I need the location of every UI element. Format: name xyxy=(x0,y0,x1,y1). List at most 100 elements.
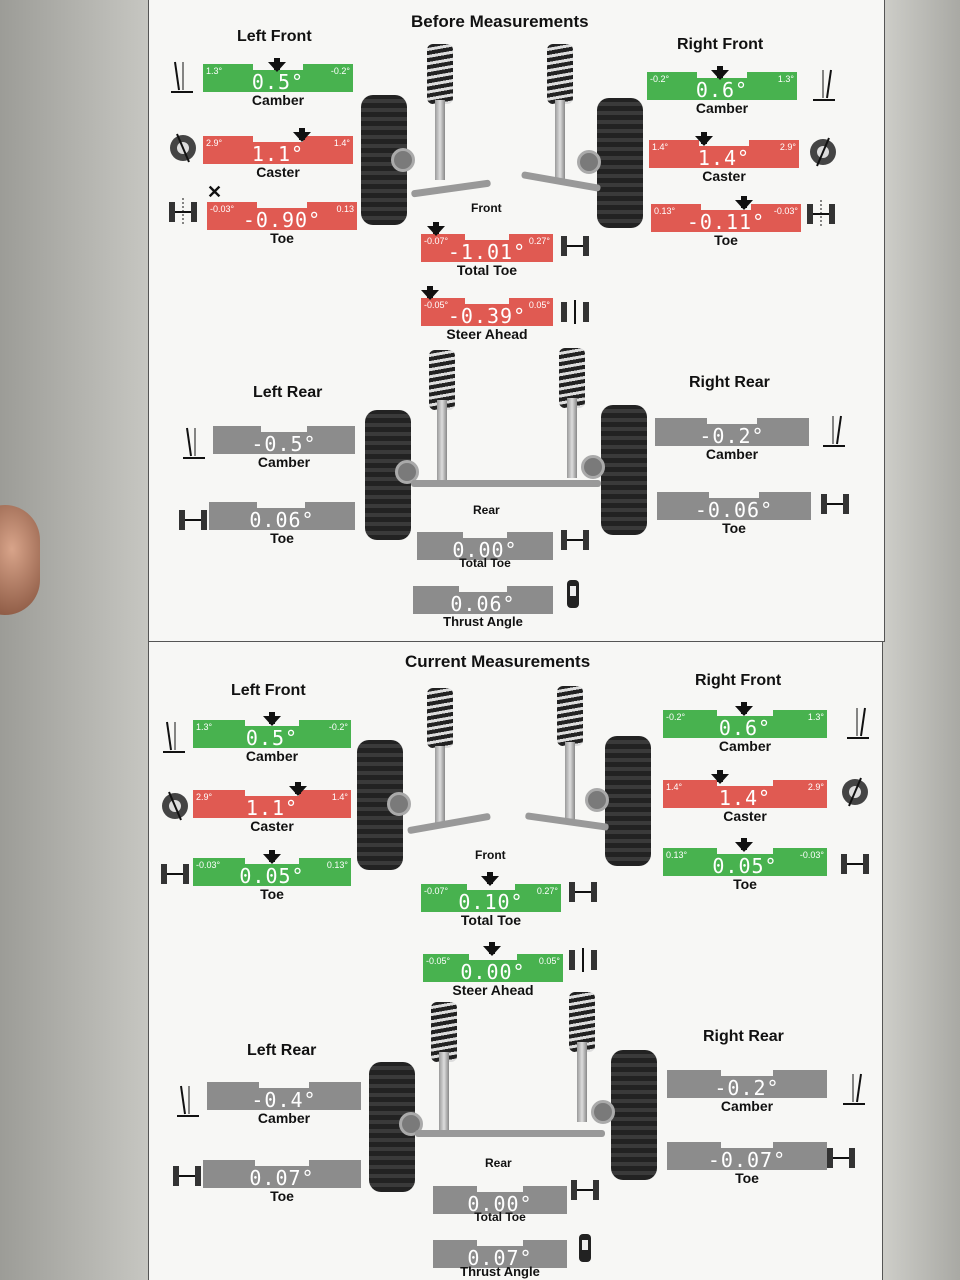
background-right xyxy=(880,0,960,1280)
toe-diagram-icon xyxy=(805,198,835,228)
total-toe-label: Total Toe xyxy=(456,262,518,278)
caster-diagram-icon xyxy=(159,790,189,821)
toe-diagram-icon xyxy=(167,196,197,226)
right-front-toe-gauge: 0.13°-0.03° -0.11° Toe xyxy=(651,198,801,248)
steer-ahead-value: 0.00° xyxy=(460,960,526,984)
toe-diagram-icon xyxy=(839,848,869,878)
left-front-caster-value: 1.1° xyxy=(251,142,305,166)
camber-label: Camber xyxy=(695,100,749,116)
total-toe-label: Total Toe xyxy=(460,912,522,928)
toe-label: Toe xyxy=(260,886,284,902)
left-rear-strut xyxy=(437,400,447,480)
rear-axle-link xyxy=(411,480,601,487)
left-rear-camber-gauge: -0.4° Camber xyxy=(207,1076,361,1126)
right-front-tire xyxy=(597,98,643,228)
right-rear-toe-gauge: -0.07° Toe xyxy=(667,1136,827,1186)
right-rear-toe-value: -0.06° xyxy=(694,498,774,522)
steer-ahead-label: Steer Ahead xyxy=(452,982,534,998)
toe-diagram-icon xyxy=(177,504,207,534)
left-front-hub xyxy=(387,792,411,816)
right-front-strut xyxy=(555,100,565,180)
thrust-angle-value: 0.07° xyxy=(467,1246,533,1270)
left-front-camber-arrow xyxy=(268,58,286,72)
caster-label: Caster xyxy=(250,818,294,834)
total-toe-diagram-icon xyxy=(567,876,597,906)
camber-diagram-icon xyxy=(173,1082,203,1117)
front-total-toe-value: 0.10° xyxy=(458,890,524,914)
left-front-toe-value: -0.90° xyxy=(242,208,322,232)
rear-label: Rear xyxy=(473,503,500,517)
caster-diagram-icon xyxy=(167,132,197,163)
steer-ahead-gauge: -0.05°0.05° 0.00° Steer Ahead xyxy=(423,948,563,998)
left-rear-toe-gauge: 0.07° Toe xyxy=(203,1154,361,1204)
right-front-camber-arrow xyxy=(735,702,753,716)
left-rear-label: Left Rear xyxy=(247,1042,317,1059)
right-front-camber-value: 0.6° xyxy=(695,78,749,102)
thrust-angle-label: Thrust Angle xyxy=(460,1264,540,1279)
left-front-caster-gauge: 2.9°1.4° 1.1° Caster xyxy=(193,784,351,834)
camber-diagram-icon xyxy=(843,704,873,739)
right-front-camber-arrow xyxy=(711,66,729,80)
left-rear-camber-gauge: -0.5° Camber xyxy=(213,420,355,470)
caster-label: Caster xyxy=(723,808,767,824)
right-rear-tire xyxy=(611,1050,657,1180)
right-rear-label: Right Rear xyxy=(703,1028,784,1045)
front-total-toe-value: -1.01° xyxy=(447,240,527,264)
right-rear-strut xyxy=(567,398,577,478)
total-toe-arrow xyxy=(481,872,499,886)
toe-diagram-icon xyxy=(819,488,849,518)
camber-diagram-icon xyxy=(809,66,839,101)
right-front-caster-arrow xyxy=(711,770,729,784)
right-front-toe-value: -0.11° xyxy=(686,210,766,234)
total-toe-label: Total Toe xyxy=(459,556,511,570)
rear-total-toe-value: 0.00° xyxy=(452,538,518,562)
right-front-caster-value: 1.4° xyxy=(697,146,751,170)
left-rear-toe-value: 0.06° xyxy=(249,508,315,532)
front-label: Front xyxy=(475,848,506,862)
thrust-angle-diagram-icon xyxy=(573,1232,603,1262)
left-front-camber-value: 0.5° xyxy=(251,70,305,94)
before-measurements-sheet: Before Measurements Left Front 1.3°-0.2°… xyxy=(148,0,885,642)
right-rear-camber-gauge: -0.2° Camber xyxy=(655,412,809,462)
left-rear-toe-gauge: 0.06° Toe xyxy=(209,496,355,546)
toe-label: Toe xyxy=(714,232,738,248)
right-front-label: Right Front xyxy=(695,672,782,689)
front-total-toe-gauge: -0.07°0.27° 0.10° Total Toe xyxy=(421,878,561,928)
left-front-caster-arrow xyxy=(289,782,307,796)
rear-total-toe-gauge: 0.00° Total Toe xyxy=(417,526,553,570)
rear-total-toe-diagram-icon xyxy=(569,1174,599,1204)
right-front-strut xyxy=(565,742,575,822)
camber-label: Camber xyxy=(257,1110,311,1126)
right-rear-hub xyxy=(591,1100,615,1124)
front-total-toe-gauge: -0.07°0.27° -1.01° Total Toe xyxy=(421,228,553,278)
right-front-caster-arrow xyxy=(695,132,713,146)
left-front-toe-value: 0.05° xyxy=(239,864,305,888)
right-front-caster-value: 1.4° xyxy=(718,786,772,810)
right-rear-toe-value: -0.07° xyxy=(707,1148,787,1172)
steer-ahead-arrow xyxy=(421,286,439,300)
current-measurements-sheet: Current Measurements Left Front 1.3°-0.2… xyxy=(148,641,883,1280)
section-title: Before Measurements xyxy=(411,12,589,31)
right-rear-toe-gauge: -0.06° Toe xyxy=(657,486,811,536)
left-front-spring xyxy=(427,688,453,748)
camber-diagram-icon xyxy=(179,424,209,459)
left-front-strut xyxy=(435,746,445,826)
toe-label: Toe xyxy=(735,1170,759,1186)
right-front-toe-arrow xyxy=(735,838,753,852)
left-front-toe-arrow xyxy=(263,850,281,864)
right-front-caster-gauge: 1.4°2.9° 1.4° Caster xyxy=(663,774,827,824)
right-rear-camber-value: -0.2° xyxy=(699,424,765,448)
thrust-angle-label: Thrust Angle xyxy=(443,614,523,629)
right-rear-label: Right Rear xyxy=(689,374,770,391)
camber-diagram-icon xyxy=(159,718,189,753)
left-rear-camber-value: -0.5° xyxy=(251,432,317,456)
rear-total-toe-diagram-icon xyxy=(559,524,589,554)
right-front-caster-gauge: 1.4°2.9° 1.4° Caster xyxy=(649,134,799,184)
rear-total-toe-value: 0.00° xyxy=(467,1192,533,1216)
steer-ahead-gauge: -0.05°0.05° -0.39° Steer Ahead xyxy=(421,292,553,342)
rear-axle-link xyxy=(415,1130,605,1137)
left-front-control-arm xyxy=(407,812,491,835)
right-front-hub xyxy=(577,150,601,174)
total-toe-arrow xyxy=(427,222,445,236)
camber-diagram-icon xyxy=(839,1070,869,1105)
